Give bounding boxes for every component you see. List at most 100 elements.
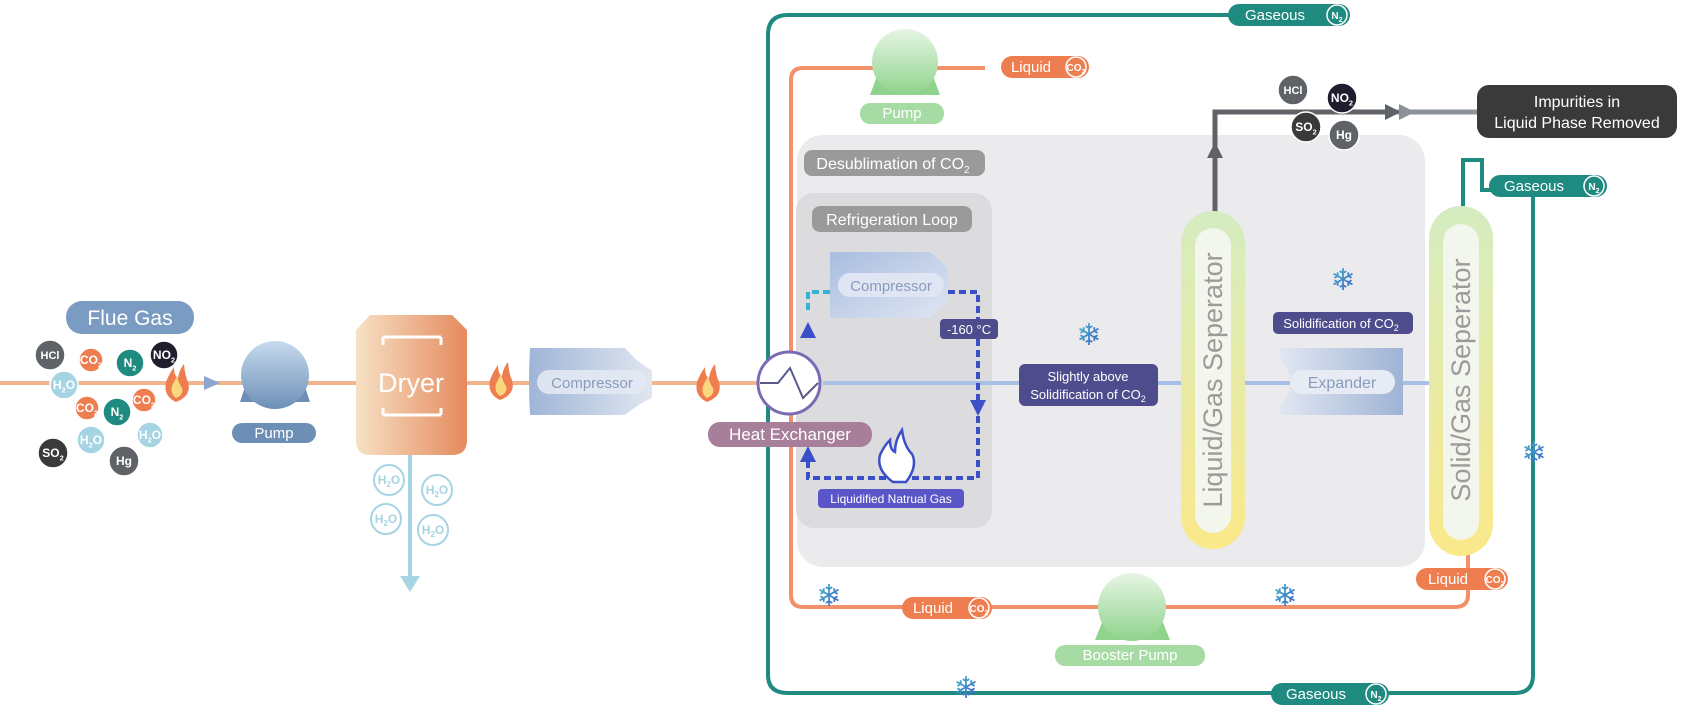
svg-text:Refrigeration Loop: Refrigeration Loop [826,212,958,229]
svg-text:CO2: CO2 [76,401,98,418]
solid-gas-separator: Solid/Gas Seperator [1429,206,1493,556]
svg-text:Liquid/Gas Seperator: Liquid/Gas Seperator [1198,252,1228,507]
pump-1: Pump [232,341,316,443]
solidification-label: Solidification of CO2 [1273,312,1413,334]
snowflake-icon: ❄ [1521,436,1546,471]
snowflake-icon: ❄ [1330,263,1355,298]
molecule-hg: Hg [1328,119,1360,151]
svg-text:Expander: Expander [1308,375,1377,392]
svg-text:Liquid Phase Removed: Liquid Phase Removed [1494,115,1659,132]
svg-text:Flue Gas: Flue Gas [87,307,172,330]
water-molecule: H2O [421,474,453,506]
snowflake-icon: ❄ [816,579,841,614]
svg-text:N2: N2 [111,405,124,422]
svg-text:Liquidified Natrual Gas: Liquidified Natrual Gas [830,492,951,506]
svg-text:Solid/Gas Seperator: Solid/Gas Seperator [1446,258,1476,501]
svg-text:N2: N2 [124,356,137,373]
impurity-arrow-right-1-icon [1385,104,1401,120]
refrigeration-compressor: Compressor [830,252,948,318]
svg-text:HCl: HCl [41,350,60,362]
svg-text:H2O: H2O [80,433,102,450]
svg-text:Compressor: Compressor [850,278,932,295]
heat-exchanger: Heat Exchanger [708,350,872,447]
svg-text:Compressor: Compressor [551,375,633,392]
impurity-arrow-up-icon [1207,142,1223,158]
flue-gas-label: Flue Gas [66,301,194,334]
expander: Expander [1280,348,1403,415]
snowflake-icon: ❄ [953,671,978,706]
svg-text:Booster Pump: Booster Pump [1082,647,1177,664]
flame-icon [696,364,720,402]
desublimation-title: Desublimation of CO2 [804,150,985,176]
svg-text:-160 °C: -160 °C [947,322,991,337]
molecule-no2: NO2 [1326,82,1358,114]
svg-text:SO2: SO2 [42,446,63,463]
temperature-label: -160 °C [940,319,998,339]
svg-text:Slightly above: Slightly above [1048,369,1129,384]
booster-pump: Booster Pump [1055,573,1205,666]
liquid-co2-tag-right: Liquid CO2 [1416,568,1508,590]
svg-text:N2: N2 [1588,182,1599,195]
svg-text:Solidification of CO2: Solidification of CO2 [1283,316,1399,333]
water-out-arrow-icon [400,576,420,592]
svg-text:Liquid: Liquid [1011,59,1051,76]
gaseous-n2-tag-right: Gaseous N2 [1489,175,1607,197]
water-molecule: H2O [373,464,405,496]
water-molecule: H2O [417,514,449,546]
svg-text:Hg: Hg [1336,128,1352,142]
svg-text:Liquid: Liquid [1428,571,1468,588]
svg-text:H2O: H2O [53,378,75,395]
refrigerant-loop-main [806,290,980,480]
snowflake-icon: ❄ [1076,318,1101,353]
refrigerant-loop-cold [806,290,830,310]
svg-text:Gaseous: Gaseous [1286,686,1346,703]
molecule-so2: SO2 [37,437,69,469]
svg-text:N2: N2 [1370,690,1381,703]
refrigerant-up-arrow-2-icon [800,446,816,462]
svg-text:Liquid: Liquid [913,600,953,617]
slightly-above-label: Slightly above Solidification of CO2 [1019,364,1158,406]
lng-label: Liquidified Natrual Gas [818,489,964,508]
flame-icon [489,362,513,400]
svg-text:Pump: Pump [882,105,921,122]
compressor-1: Compressor [529,348,652,415]
refrigeration-title: Refrigeration Loop [812,206,972,232]
lng-flame-icon [878,426,916,484]
molecule-co2: CO2 [78,347,104,373]
svg-text:H2O: H2O [375,512,397,528]
molecule-hcl: HCl [1277,74,1309,106]
water-molecule: H2O [370,503,402,535]
top-pump: Pump [860,29,944,124]
svg-text:CO2: CO2 [133,393,155,410]
svg-text:H2O: H2O [378,473,400,489]
liquid-co2-top-line [789,66,1470,609]
impurity-arrow-right-2-icon [1399,104,1415,120]
removed-water-molecules: H2O H2O H2O H2O [370,464,453,546]
molecule-n2: N2 [102,397,132,427]
gaseous-n2-outer-loop [766,13,1535,695]
svg-text:Gaseous: Gaseous [1504,178,1564,195]
flames [165,362,720,402]
impurities-removed-box: Impurities in Liquid Phase Removed [1477,85,1677,138]
svg-text:Hg: Hg [116,454,132,468]
svg-text:Pump: Pump [254,425,293,442]
molecule-h2o: H2O [49,370,79,400]
svg-text:CO2: CO2 [1486,575,1505,588]
svg-text:Impurities in: Impurities in [1534,94,1620,111]
refrigerant-down-arrow-icon [970,400,986,416]
snowflake-icon: ❄ [1272,579,1297,614]
svg-text:Heat Exchanger: Heat Exchanger [729,425,851,444]
flame-icon [165,364,189,402]
molecule-hcl: HCl [34,339,66,371]
svg-text:SO2: SO2 [1295,120,1316,137]
molecule-no2: NO2 [149,340,179,370]
molecule-h2o: H2O [76,425,106,455]
gaseous-n2-tag-bottom: Gaseous N2 [1271,683,1389,705]
molecule-h2o: H2O [136,421,164,449]
